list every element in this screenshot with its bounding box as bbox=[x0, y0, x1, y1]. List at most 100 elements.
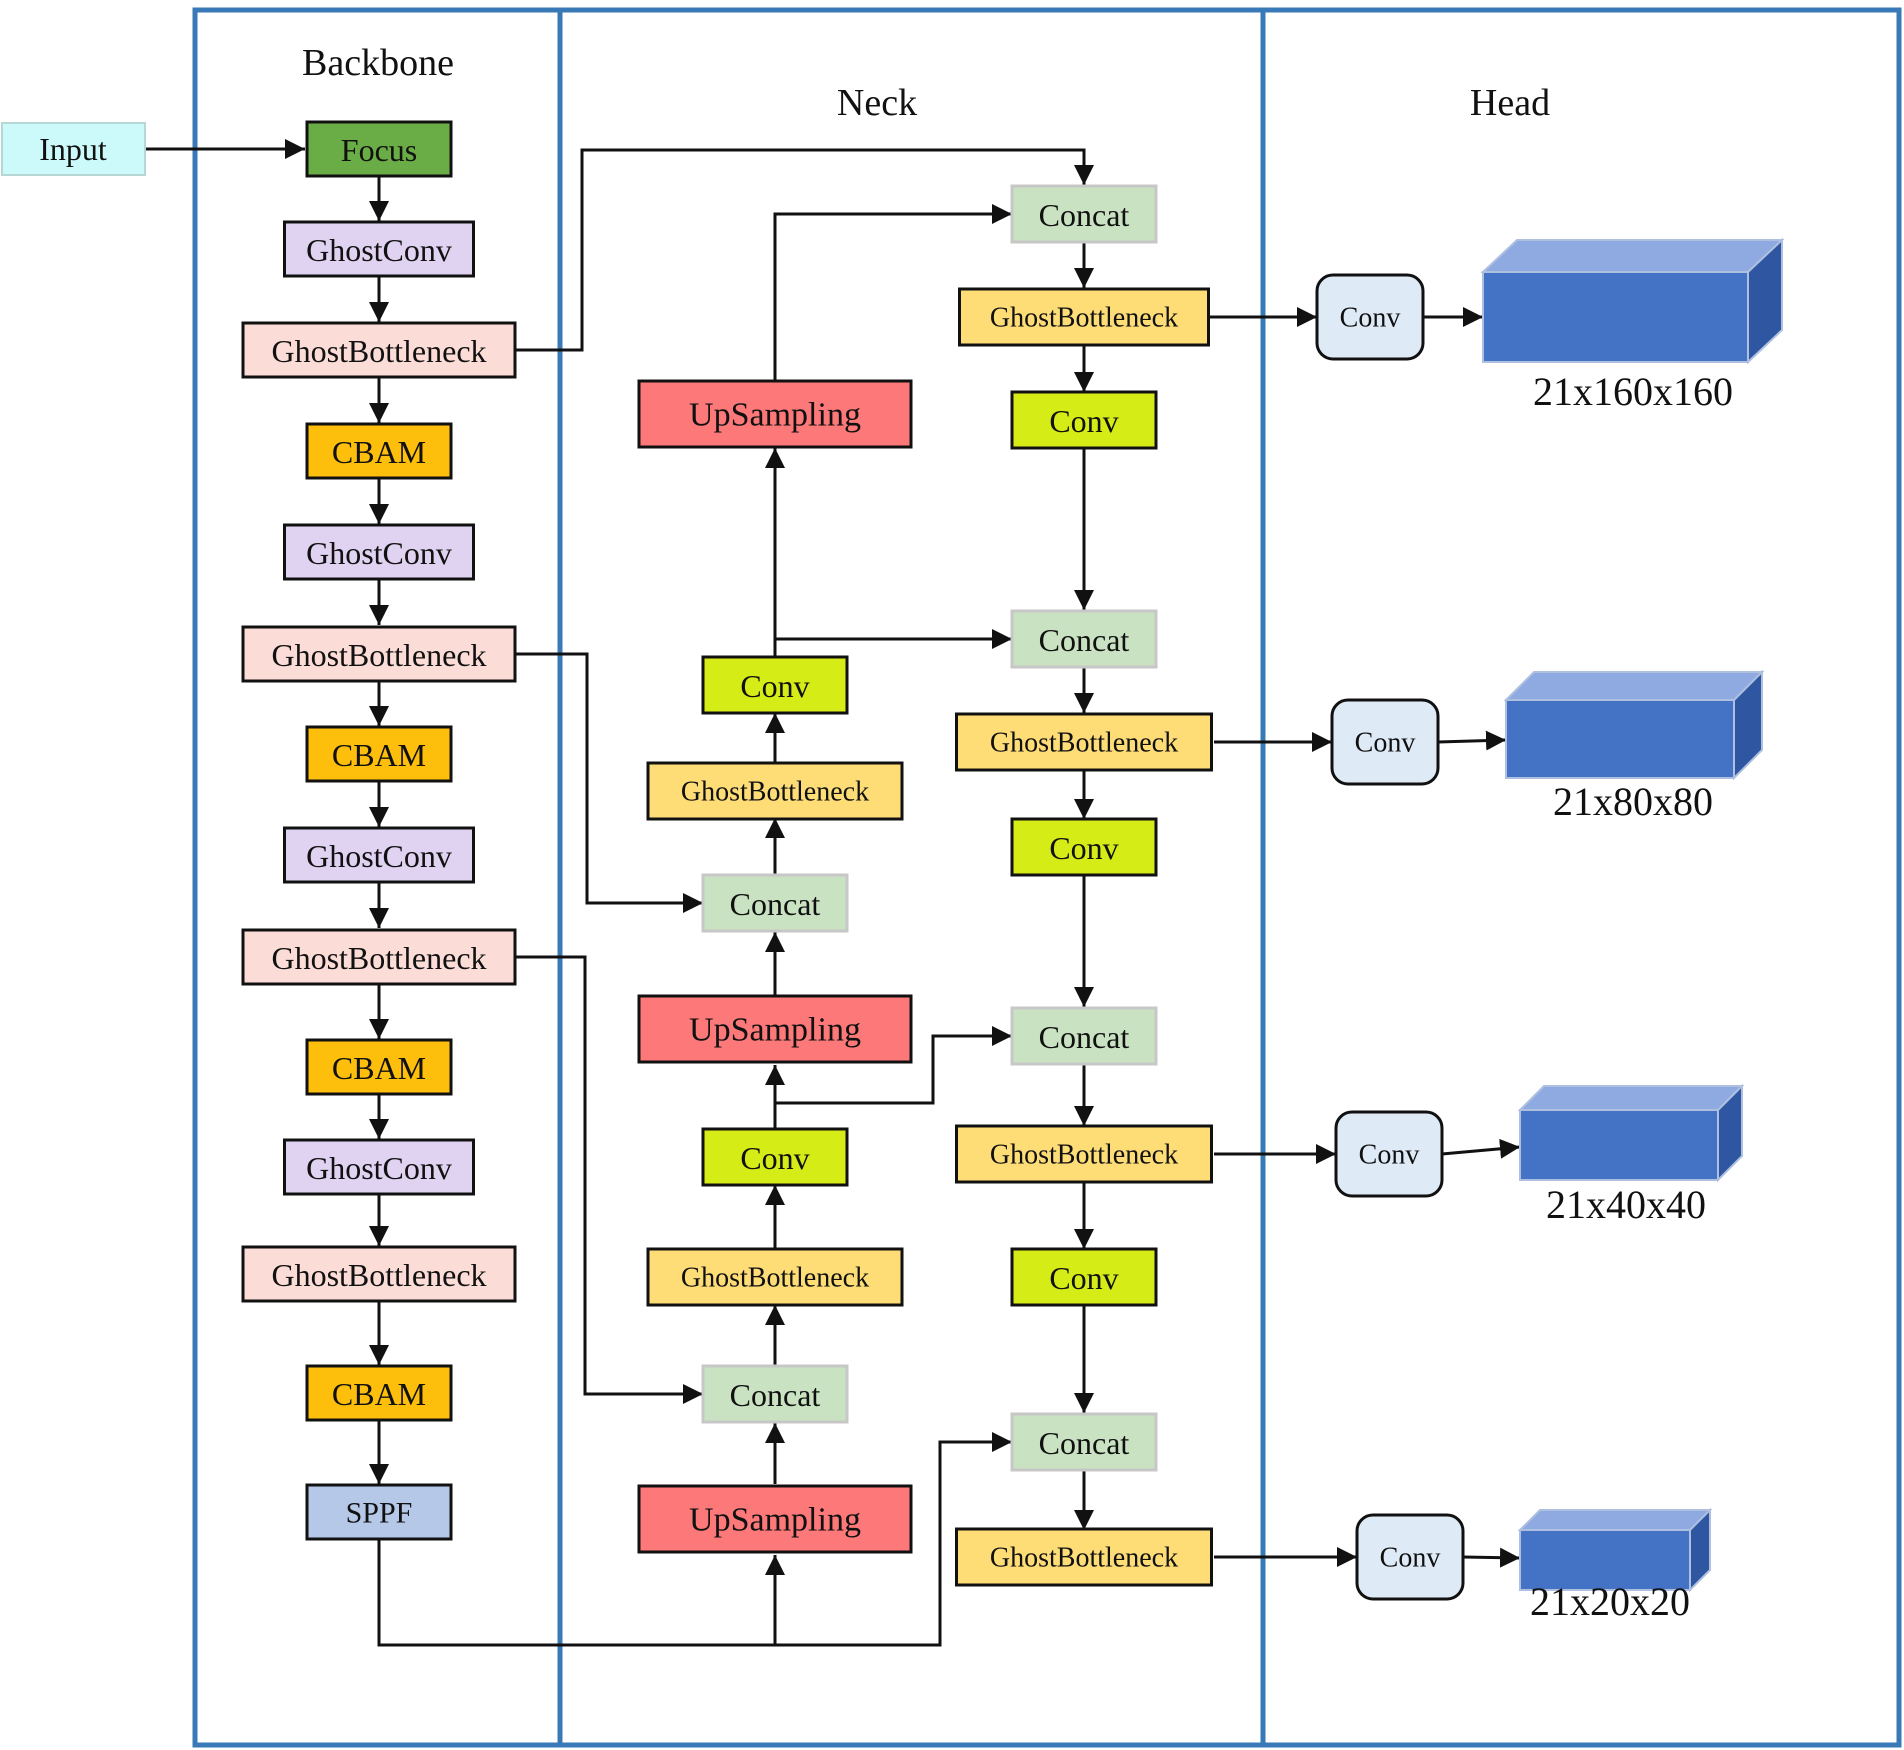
nl-ghostbottleneck-2-box bbox=[646, 1247, 904, 1307]
nr-concat-3-box bbox=[1010, 1006, 1158, 1066]
bb-ghostbottleneck-4-block: GhostBottleneck bbox=[241, 1245, 517, 1303]
bb-ghostconv-3-block: GhostConv bbox=[283, 826, 475, 884]
nr-concat-2-label: Concat bbox=[1039, 622, 1130, 658]
nr-ghostbottleneck-4-box bbox=[955, 1527, 1213, 1587]
nr-concat-1-box bbox=[1010, 184, 1158, 244]
nl-concat-1-label: Concat bbox=[730, 886, 821, 922]
output-dims-4: 21x20x20 bbox=[1530, 1579, 1690, 1624]
nr-ghostbottleneck-1-block: GhostBottleneck bbox=[958, 287, 1210, 347]
output-tensor-2-top bbox=[1503, 671, 1765, 701]
sppf-box bbox=[305, 1483, 453, 1541]
nr-conv-2-box bbox=[1010, 817, 1158, 877]
nl-concat-2-label: Concat bbox=[730, 1377, 821, 1413]
output-tensor-3-front bbox=[1519, 1109, 1719, 1181]
nr-conv-1-box bbox=[1010, 390, 1158, 450]
bb-ghostconv-2-label: GhostConv bbox=[306, 535, 452, 571]
bb-ghostbottleneck-1-block: GhostBottleneck bbox=[241, 321, 517, 379]
bb-cbam-3-label: CBAM bbox=[332, 1050, 426, 1086]
nl-ghostbottleneck-1-box bbox=[646, 761, 904, 821]
nr-concat-3-label: Concat bbox=[1039, 1019, 1130, 1055]
bb-cbam-1-box bbox=[305, 422, 453, 480]
bb-ghostconv-4-block: GhostConv bbox=[283, 1138, 475, 1196]
nl-upsampling-1-label: UpSampling bbox=[689, 397, 861, 434]
bb-cbam-4-block: CBAM bbox=[305, 1364, 453, 1422]
nl-upsampling-3-block: UpSampling bbox=[637, 1484, 913, 1554]
nl-upsampling-1-box bbox=[637, 379, 913, 449]
nr-concat-1-label: Concat bbox=[1039, 197, 1130, 233]
nr-conv-3-box bbox=[1010, 1247, 1158, 1307]
nr-conv-3-label: Conv bbox=[1049, 1260, 1118, 1296]
nl-concat-1-box bbox=[701, 873, 849, 933]
nl-upsampling-3-box bbox=[637, 1484, 913, 1554]
bb-cbam-1-block: CBAM bbox=[305, 422, 453, 480]
nl-ghostbottleneck-1-label: GhostBottleneck bbox=[681, 777, 869, 808]
nr-ghostbottleneck-2-label: GhostBottleneck bbox=[990, 728, 1178, 759]
focus-label: Focus bbox=[341, 132, 417, 168]
bb-ghostbottleneck-1-label: GhostBottleneck bbox=[271, 333, 486, 369]
head-outputs: Conv21x160x160Conv21x80x80Conv21x40x40Co… bbox=[1315, 237, 1785, 1624]
head-conv-3-block: Conv bbox=[1334, 1110, 1444, 1198]
output-tensor-3: 21x40x40 bbox=[1517, 1083, 1745, 1227]
bb-ghostbottleneck-2-box bbox=[241, 625, 517, 683]
focus-block: Focus bbox=[305, 120, 453, 178]
bb-ghostconv-4-box bbox=[283, 1138, 475, 1196]
output-tensor-1-front bbox=[1482, 271, 1749, 363]
bb-ghostbottleneck-1-box bbox=[241, 321, 517, 379]
nl-conv-1-label: Conv bbox=[740, 668, 809, 704]
bb-cbam-2-label: CBAM bbox=[332, 737, 426, 773]
sppf-block: SPPF bbox=[305, 1483, 453, 1541]
input-label: Input bbox=[39, 131, 107, 167]
nl-ghostbottleneck-2-label: GhostBottleneck bbox=[681, 1263, 869, 1294]
bb-cbam-3-box bbox=[305, 1038, 453, 1096]
bb-ghostconv-3-label: GhostConv bbox=[306, 838, 452, 874]
bb-ghostconv-4-label: GhostConv bbox=[306, 1150, 452, 1186]
bb-ghostconv-2-block: GhostConv bbox=[283, 523, 475, 581]
nr-conv-1-label: Conv bbox=[1049, 403, 1118, 439]
neck-title: Neck bbox=[837, 82, 917, 124]
output-tensor-2: 21x80x80 bbox=[1503, 669, 1765, 824]
output-tensor-4: 21x20x20 bbox=[1517, 1507, 1713, 1624]
bb-ghostconv-1-box bbox=[283, 220, 475, 278]
nr-conv-1-block: Conv bbox=[1010, 390, 1158, 450]
nl-upsampling-1-block: UpSampling bbox=[637, 379, 913, 449]
head-conv-2-label: Conv bbox=[1355, 728, 1416, 759]
bb-cbam-3-block: CBAM bbox=[305, 1038, 453, 1096]
output-tensor-2-front bbox=[1505, 699, 1735, 779]
head-conv-3-box bbox=[1334, 1110, 1444, 1198]
backbone-blocks: FocusGhostConvGhostBottleneckCBAMGhostCo… bbox=[241, 120, 517, 1541]
bb-cbam-4-box bbox=[305, 1364, 453, 1422]
bb-cbam-1-label: CBAM bbox=[332, 434, 426, 470]
input-node: Input bbox=[1, 122, 146, 176]
head-conv-4-box bbox=[1355, 1513, 1465, 1601]
nl-ghostbottleneck-2-block: GhostBottleneck bbox=[646, 1247, 904, 1307]
output-tensor-4-top bbox=[1517, 1509, 1713, 1531]
nl-ghostbottleneck-1-block: GhostBottleneck bbox=[646, 761, 904, 821]
nl-concat-1-block: Concat bbox=[701, 873, 849, 933]
nr-ghostbottleneck-4-block: GhostBottleneck bbox=[955, 1527, 1213, 1587]
nr-ghostbottleneck-3-label: GhostBottleneck bbox=[990, 1140, 1178, 1171]
bb-ghostbottleneck-3-label: GhostBottleneck bbox=[271, 940, 486, 976]
nl-conv-2-box bbox=[701, 1127, 849, 1187]
nl-upsampling-2-label: UpSampling bbox=[689, 1012, 861, 1049]
bb-ghostconv-3-box bbox=[283, 826, 475, 884]
nl-upsampling-3-label: UpSampling bbox=[689, 1502, 861, 1539]
input-box bbox=[1, 122, 146, 176]
nl-conv-2-block: Conv bbox=[701, 1127, 849, 1187]
output-tensor-1: 21x160x160 bbox=[1480, 237, 1785, 414]
nl-concat-2-box bbox=[701, 1364, 849, 1424]
head-conv-3-label: Conv bbox=[1359, 1140, 1420, 1171]
nr-concat-4-label: Concat bbox=[1039, 1425, 1130, 1461]
bb-ghostbottleneck-4-label: GhostBottleneck bbox=[271, 1257, 486, 1293]
nr-concat-4-box bbox=[1010, 1412, 1158, 1472]
neck-left-blocks: UpSamplingConvGhostBottleneckConcatUpSam… bbox=[637, 379, 913, 1554]
output-dims-1: 21x160x160 bbox=[1533, 369, 1733, 414]
bb-ghostbottleneck-4-box bbox=[241, 1245, 517, 1303]
bb-ghostconv-1-label: GhostConv bbox=[306, 232, 452, 268]
nr-concat-2-box bbox=[1010, 609, 1158, 669]
head-conv-1-label: Conv bbox=[1340, 303, 1401, 334]
bb-cbam-2-box bbox=[305, 725, 453, 783]
nr-ghostbottleneck-2-block: GhostBottleneck bbox=[955, 712, 1213, 772]
nr-ghostbottleneck-1-label: GhostBottleneck bbox=[990, 303, 1178, 334]
focus-box bbox=[305, 120, 453, 178]
